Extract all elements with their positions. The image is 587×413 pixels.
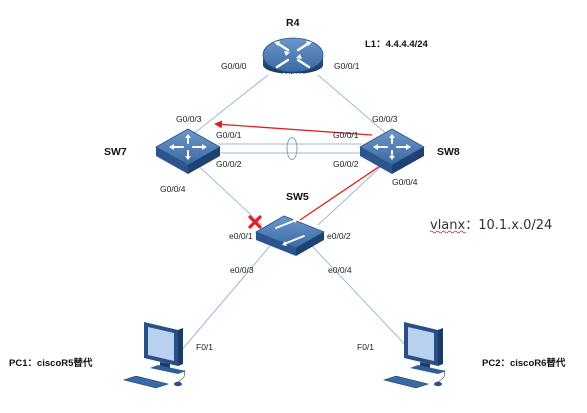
port-label-sw7-g004: G0/0/4	[160, 184, 186, 194]
device-label-sw8: SW8	[437, 146, 460, 158]
port-label-sw7-g001: G0/0/1	[216, 130, 242, 140]
device-label-sw5: SW5	[286, 191, 309, 203]
port-label-r4-g001: G0/0/1	[334, 61, 360, 71]
traffic-arrow-sw8-to-sw7	[214, 120, 373, 136]
port-label-sw7-g003: G0/0/3	[176, 114, 202, 124]
link-sw8-sw5	[317, 159, 389, 226]
port-label-sw5-e001: e0/0/1	[229, 231, 253, 241]
port-label-sw8-g002: G0/0/2	[333, 159, 359, 169]
eth-trunk-bundle-icon	[286, 137, 298, 160]
layer3-switch-icon[interactable]	[359, 128, 425, 174]
device-label-pc1: PC1：ciscoR5替代	[9, 357, 93, 369]
port-label-sw8-g001: G0/0/1	[333, 130, 359, 140]
port-label-sw5-e003: e0/0/3	[230, 265, 254, 275]
vlan-note-suffix: ：10.1.x.0/24	[465, 218, 552, 233]
links	[179, 74, 413, 353]
port-label-sw8-g003: G0/0/3	[372, 114, 398, 124]
router-caption: ROUTER	[282, 73, 304, 79]
port-label-sw8-g004: G0/0/4	[392, 177, 418, 187]
device-label-sw7: SW7	[104, 146, 127, 158]
loopback-label: L1：4.4.4.4/24	[365, 39, 429, 50]
desktop-pc-icon[interactable]	[382, 322, 446, 389]
port-label-sw7-g002: G0/0/2	[216, 159, 242, 169]
port-label-pc2-f01: F0/1	[357, 342, 374, 352]
link-sw5-pc2	[311, 245, 413, 353]
vlan-note: vlanx：10.1.x.0/24	[429, 218, 552, 234]
blocked-port-x-icon	[248, 215, 262, 229]
traffic-arrow-sw5-to-sw8	[299, 160, 388, 221]
port-label-pc1-f01: F0/1	[196, 342, 213, 352]
port-label-sw5-e002: e0/0/2	[327, 231, 351, 241]
layer2-switch-icon[interactable]	[255, 215, 325, 256]
router-icon[interactable]: ROUTER	[262, 37, 324, 79]
device-label-pc2: PC2：ciscoR6替代	[482, 357, 566, 369]
link-r4-sw8	[317, 74, 389, 136]
port-label-sw5-e004: e0/0/4	[328, 265, 352, 275]
link-sw7-sw5	[191, 159, 263, 226]
spellcheck-underline	[429, 230, 467, 234]
link-sw5-pc1	[179, 245, 271, 353]
vlan-note-prefix: vlanx	[430, 218, 466, 233]
desktop-pc-icon[interactable]	[122, 322, 186, 389]
svg-text:vlanx：10.1.x.0/24: vlanx：10.1.x.0/24	[430, 218, 552, 233]
device-label-r4: R4	[286, 17, 300, 29]
port-label-r4-g000: G0/0/0	[221, 61, 247, 71]
link-r4-sw7	[191, 74, 269, 136]
layer3-switch-icon[interactable]	[155, 128, 221, 174]
